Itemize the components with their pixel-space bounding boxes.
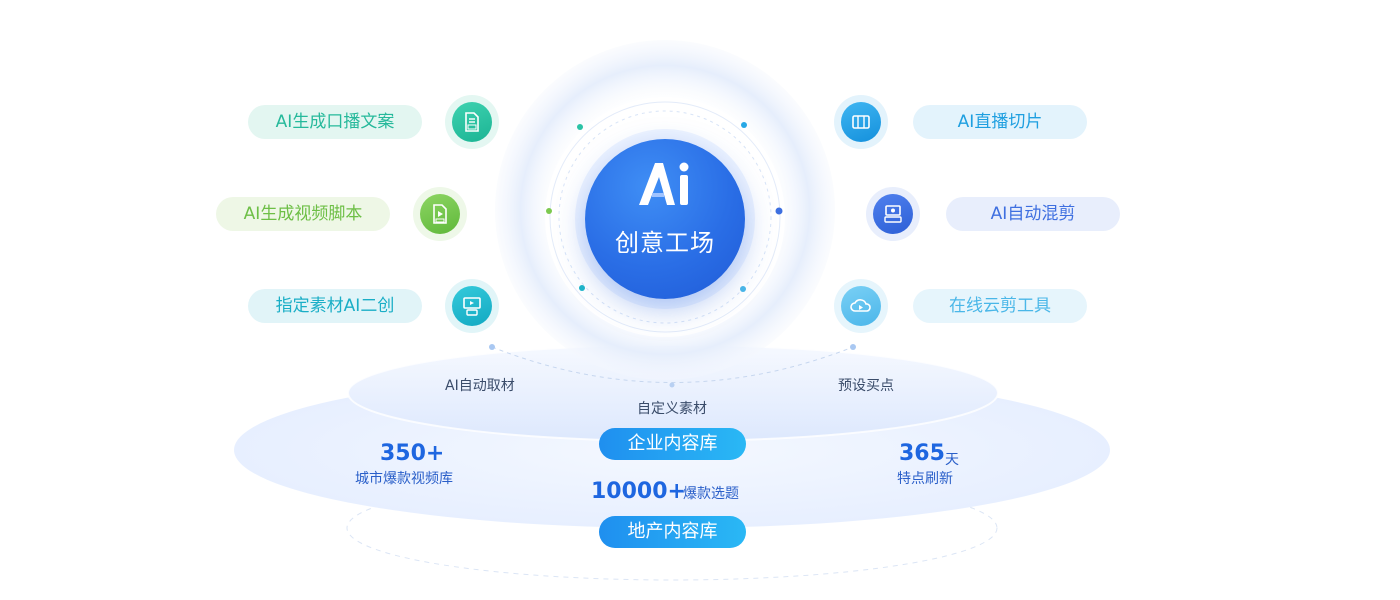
live-clip-icon [834, 95, 888, 149]
auto-mix-icon [866, 187, 920, 241]
feature-auto-mix: AI自动混剪 [946, 197, 1120, 231]
cloud-edit-icon [834, 279, 888, 333]
feature-ai-video-script: AI生成视频脚本 [216, 197, 390, 231]
creative-workshop-core: 创意工场 [585, 139, 745, 299]
upper-disc [348, 345, 998, 441]
feature-ai-script-copy: AI生成口播文案 [248, 105, 422, 139]
outer-ring [549, 101, 781, 333]
real-estate-library-badge: 地产内容库 [599, 516, 746, 548]
stat-topics-value: 10000+ [591, 479, 686, 504]
stat-refresh-label: 特点刷新 [897, 471, 953, 487]
feature-material-recreate: 指定素材AI二创 [248, 289, 422, 323]
video-script-icon [413, 187, 467, 241]
base-dashed-ring [346, 475, 998, 581]
script-doc-icon [445, 95, 499, 149]
stat-refresh-unit: 天 [945, 452, 959, 468]
label-preset-selling-point: 预设买点 [838, 378, 894, 394]
label-ai-auto-material: AI自动取材 [445, 378, 515, 394]
ai-logo-icon [639, 162, 689, 205]
dashed-ring [558, 110, 772, 324]
enterprise-library-badge: 企业内容库 [599, 428, 746, 460]
stat-topics-label: 爆款选题 [683, 486, 739, 502]
feature-live-clip: AI直播切片 [913, 105, 1087, 139]
core-title: 创意工场 [615, 229, 715, 257]
stat-city-videos-value: 350+ [380, 441, 445, 466]
material-recreate-icon [445, 279, 499, 333]
stat-refresh-value: 365 [899, 441, 945, 466]
feature-cloud-edit: 在线云剪工具 [913, 289, 1087, 323]
stat-city-videos-label: 城市爆款视频库 [355, 471, 453, 487]
label-custom-material: 自定义素材 [637, 401, 707, 417]
